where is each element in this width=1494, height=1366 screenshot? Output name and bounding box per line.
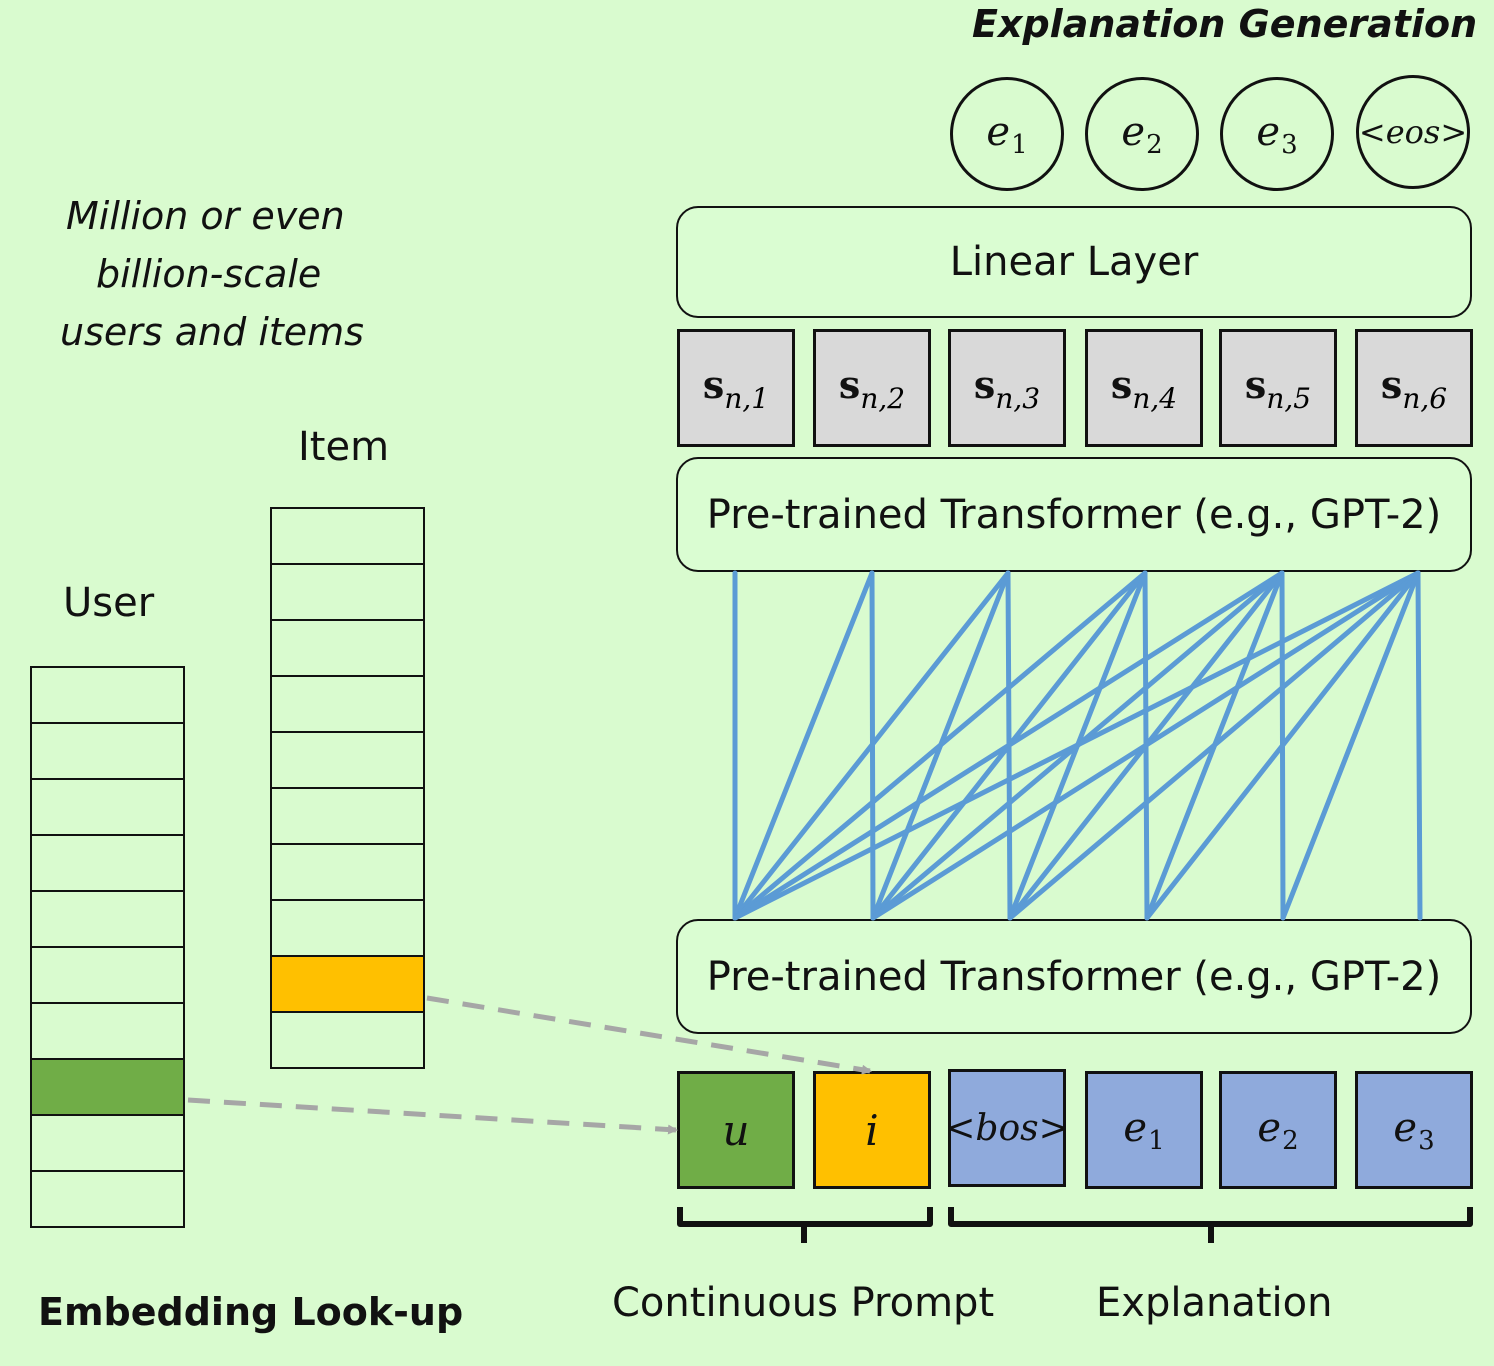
- attention-line: [732, 570, 1148, 921]
- user-embedding-row: [30, 1114, 185, 1172]
- transformer-bottom: Pre-trained Transformer (e.g., GPT-2): [676, 919, 1472, 1034]
- user-embedding-row: [30, 666, 185, 724]
- item-embedding-row: [270, 787, 425, 845]
- embedding-lookup-label: Embedding Look-up: [38, 1290, 464, 1334]
- attention-lines: [732, 570, 1423, 921]
- input-token-user: u: [677, 1071, 795, 1189]
- prompt-label: Continuous Prompt: [612, 1280, 995, 1326]
- hidden-state-1: sn,1: [677, 329, 795, 447]
- attention-line: [1279, 570, 1286, 921]
- input-token-item: i: [813, 1071, 931, 1189]
- attention-line: [1144, 570, 1421, 921]
- item-embedding-row: [270, 507, 425, 565]
- user-embedding-row: [30, 1170, 185, 1228]
- attention-line: [732, 570, 1285, 921]
- scale-note-line-3: users and items: [60, 310, 364, 354]
- attention-line: [870, 570, 1148, 921]
- user-embedding-table: [30, 666, 185, 1228]
- hidden-state-6: sn,6: [1355, 329, 1473, 447]
- input-token-e1: e1: [1085, 1071, 1203, 1189]
- attention-line: [1007, 570, 1285, 921]
- attention-line: [1280, 570, 1421, 921]
- user-embedding-row: [30, 834, 185, 892]
- user-embedding-row: [30, 778, 185, 836]
- transformer-top-label: Pre-trained Transformer (e.g., GPT-2): [706, 491, 1442, 538]
- item-embedding-row-selected: [270, 955, 425, 1013]
- user-embedding-row: [30, 1002, 185, 1060]
- attention-line: [732, 570, 1011, 921]
- attention-line: [870, 570, 1011, 921]
- attention-line: [1005, 570, 1013, 921]
- attention-line: [732, 570, 875, 921]
- hidden-state-5: sn,5: [1219, 329, 1337, 447]
- input-token-e3: e3: [1355, 1071, 1473, 1189]
- linear-layer-label: Linear Layer: [949, 239, 1199, 285]
- transformer-top: Pre-trained Transformer (e.g., GPT-2): [676, 457, 1472, 572]
- attention-line: [869, 570, 876, 921]
- attention-line: [1007, 570, 1421, 921]
- item-embedding-row: [270, 619, 425, 677]
- diagram-title: Explanation Generation: [972, 2, 1478, 46]
- hidden-state-3: sn,3: [948, 329, 1066, 447]
- attention-line: [1007, 570, 1148, 921]
- attention-line: [870, 570, 1285, 921]
- item-embedding-row: [270, 843, 425, 901]
- user-embedding-row: [30, 722, 185, 780]
- attention-line: [1142, 570, 1150, 921]
- item-embedding-row: [270, 1011, 425, 1069]
- attention-line: [1144, 570, 1285, 921]
- scale-note-line-1: Million or even: [66, 194, 345, 238]
- hidden-state-4: sn,4: [1085, 329, 1203, 447]
- output-token-eos: <eos>: [1356, 75, 1470, 189]
- attention-line: [1415, 570, 1423, 921]
- prompt-brace: [677, 1207, 933, 1243]
- transformer-bottom-label: Pre-trained Transformer (e.g., GPT-2): [706, 953, 1442, 1000]
- explanation-brace: [948, 1207, 1473, 1243]
- explanation-label: Explanation: [1096, 1280, 1333, 1326]
- attention-line: [870, 570, 1421, 921]
- scale-note-line-2: billion-scale: [96, 252, 322, 296]
- hidden-state-2: sn,2: [813, 329, 931, 447]
- input-token-bos: <bos>: [945, 1069, 1069, 1187]
- item-embedding-row: [270, 563, 425, 621]
- linear-layer: Linear Layer: [676, 206, 1472, 318]
- output-token-e2: e2: [1085, 77, 1199, 191]
- output-token-e1: e1: [950, 77, 1064, 191]
- user-table-label: User: [63, 580, 155, 626]
- input-token-e2: e2: [1219, 1071, 1337, 1189]
- item-embedding-row: [270, 899, 425, 957]
- user-embedding-row-selected: [30, 1058, 185, 1116]
- user-embedding-row: [30, 946, 185, 1004]
- attention-line: [732, 570, 1421, 921]
- item-embedding-row: [270, 731, 425, 789]
- item-embedding-table: [270, 507, 425, 1069]
- user-lookup-arrow: [187, 1097, 678, 1135]
- user-embedding-row: [30, 890, 185, 948]
- item-embedding-row: [270, 675, 425, 733]
- output-token-e3: e3: [1220, 77, 1334, 191]
- item-table-label: Item: [298, 424, 390, 470]
